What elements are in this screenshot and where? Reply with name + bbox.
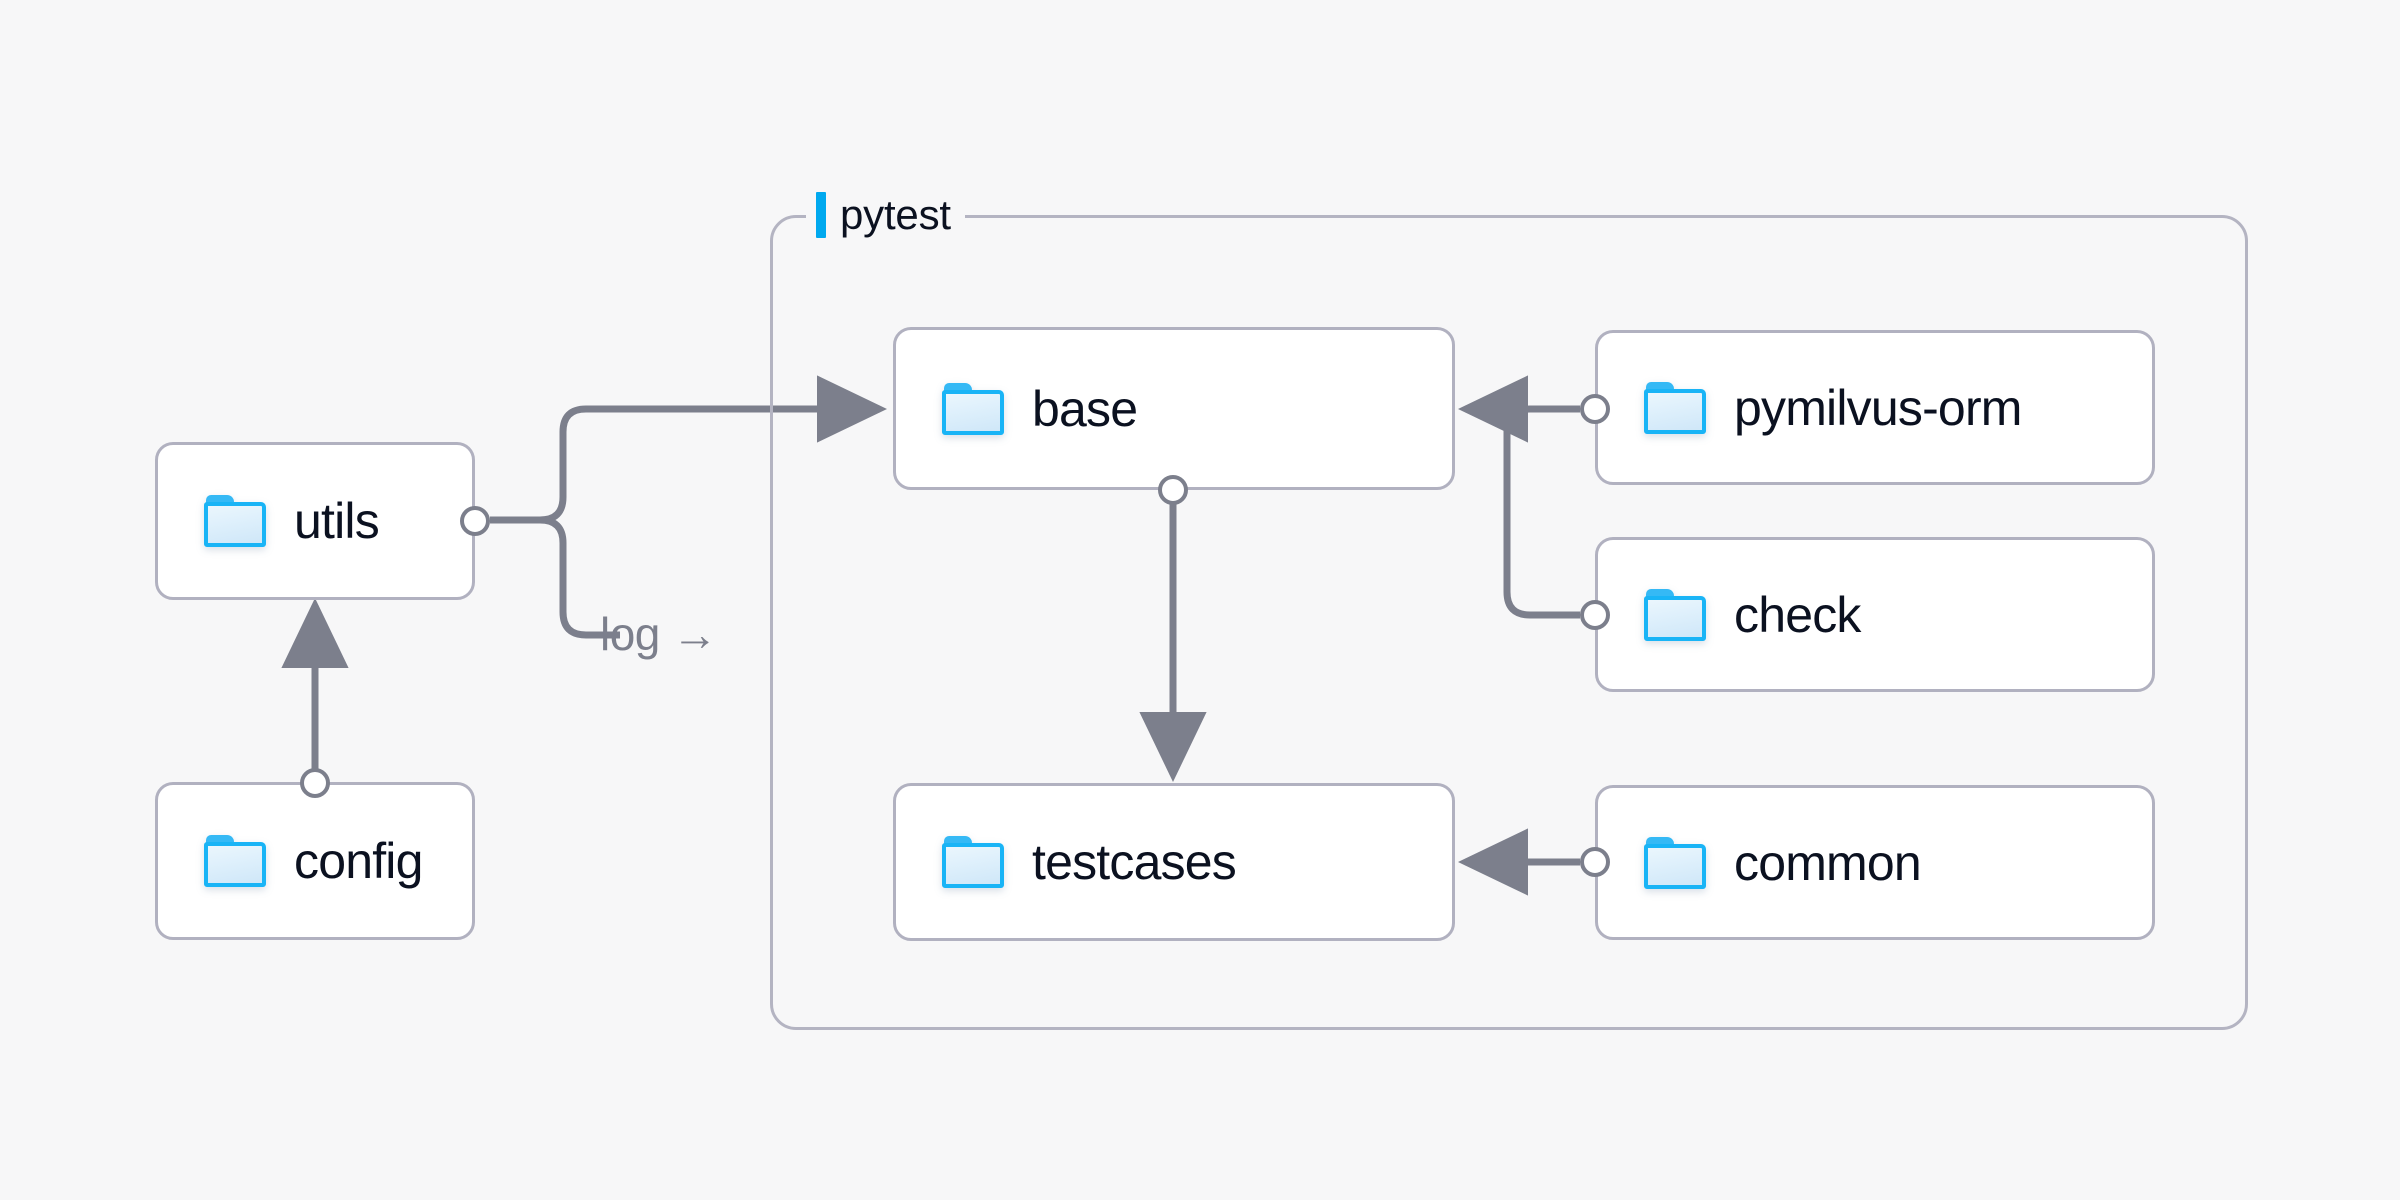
node-pymilvus-orm-label: pymilvus-orm (1734, 379, 2022, 436)
node-testcases[interactable]: testcases (893, 783, 1455, 941)
node-utils[interactable]: utils (155, 442, 475, 600)
node-testcases-label: testcases (1032, 834, 1237, 890)
folder-icon (942, 382, 1004, 435)
node-base[interactable]: base (893, 327, 1455, 490)
group-accent-bar (816, 192, 826, 238)
folder-icon (204, 495, 266, 547)
folder-icon (204, 835, 266, 887)
group-pytest-label: pytest (806, 187, 965, 243)
port-utils-right[interactable] (460, 506, 490, 536)
port-pymilvus-orm-left[interactable] (1580, 394, 1610, 424)
port-check-left[interactable] (1580, 600, 1610, 630)
folder-icon (1644, 588, 1706, 641)
folder-icon (1644, 836, 1706, 889)
folder-icon (1644, 381, 1706, 434)
node-common-label: common (1734, 834, 1922, 891)
folder-icon (942, 836, 1004, 888)
node-common[interactable]: common (1595, 785, 2155, 940)
node-pymilvus-orm[interactable]: pymilvus-orm (1595, 330, 2155, 485)
port-config-top[interactable] (300, 768, 330, 798)
node-check-label: check (1734, 586, 1861, 643)
node-utils-label: utils (294, 493, 380, 549)
edge-label-log-text: log (600, 608, 660, 660)
group-pytest[interactable] (770, 215, 2248, 1030)
group-pytest-title: pytest (840, 191, 951, 238)
node-check[interactable]: check (1595, 537, 2155, 692)
port-base-bottom[interactable] (1158, 475, 1188, 505)
node-base-label: base (1032, 380, 1138, 437)
node-config-label: config (294, 833, 423, 889)
node-config[interactable]: config (155, 782, 475, 940)
port-common-left[interactable] (1580, 847, 1610, 877)
edge-label-log: log → (600, 607, 718, 661)
edge-label-log-arrow-icon: → (671, 608, 718, 660)
